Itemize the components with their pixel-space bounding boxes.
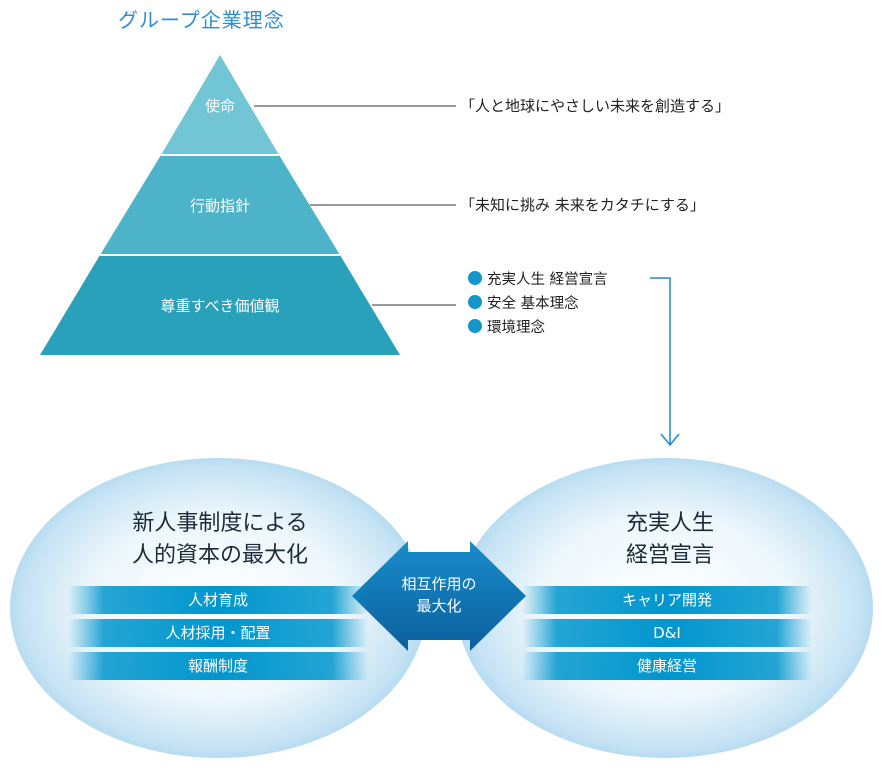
diagram-title: グループ企業理念 [118, 8, 285, 32]
right-oval-heading-line2: 経営宣言 [625, 543, 714, 568]
pyramid [40, 55, 400, 355]
left-oval-items: 人材育成 人材採用・配置 報酬制度 [68, 586, 368, 680]
bullet-dot-icon [468, 295, 482, 309]
right-oval-item: 健康経営 [522, 652, 812, 680]
tier-label-mission: 使命 [204, 97, 235, 115]
pyramid-tier-guideline [100, 155, 340, 255]
double-arrow-label-line1: 相互作用の [401, 575, 477, 593]
left-oval-item: 報酬制度 [68, 652, 368, 680]
values-list-item: 充実人生 経営宣言 [468, 266, 608, 290]
values-item-text: 充実人生 経営宣言 [487, 271, 608, 288]
right-oval-heading: 充実人生 経営宣言 [520, 508, 820, 572]
pyramid-tier-mission [161, 55, 279, 155]
guideline-statement: 「未知に挑み 未来をカタチにする」 [460, 196, 705, 214]
tier-label-values: 尊重すべき価値観 [160, 297, 280, 315]
values-list: 充実人生 経営宣言 安全 基本理念 環境理念 [468, 266, 608, 338]
double-arrow-label: 相互作用の 最大化 [389, 573, 489, 617]
values-list-item: 環境理念 [468, 314, 608, 338]
connector-arrow [650, 277, 671, 444]
left-oval-item: 人材採用・配置 [68, 619, 368, 647]
connector-arrowhead [660, 433, 680, 447]
double-arrow-label-line2: 最大化 [416, 597, 462, 615]
left-oval-item: 人材育成 [68, 586, 368, 614]
left-oval-heading-line2: 人的資本の最大化 [131, 543, 308, 568]
values-list-item: 安全 基本理念 [468, 290, 608, 314]
right-oval-item: キャリア開発 [522, 586, 812, 614]
pyramid-tier-values [40, 255, 400, 355]
values-item-text: 安全 基本理念 [487, 295, 579, 312]
right-oval-items: キャリア開発 D&I 健康経営 [522, 586, 812, 680]
bullet-dot-icon [468, 271, 482, 285]
right-oval-item: D&I [522, 619, 812, 647]
mission-statement: 「人と地球にやさしい未来を創造する」 [460, 97, 731, 115]
tier-label-guideline: 行動指針 [189, 197, 250, 215]
left-oval-heading: 新人事制度による 人的資本の最大化 [70, 508, 370, 572]
right-oval-heading-line1: 充実人生 [625, 511, 714, 536]
values-item-text: 環境理念 [487, 319, 545, 336]
left-oval-heading-line1: 新人事制度による [132, 511, 308, 536]
double-arrow-shape [352, 541, 526, 651]
bullet-dot-icon [468, 319, 482, 333]
